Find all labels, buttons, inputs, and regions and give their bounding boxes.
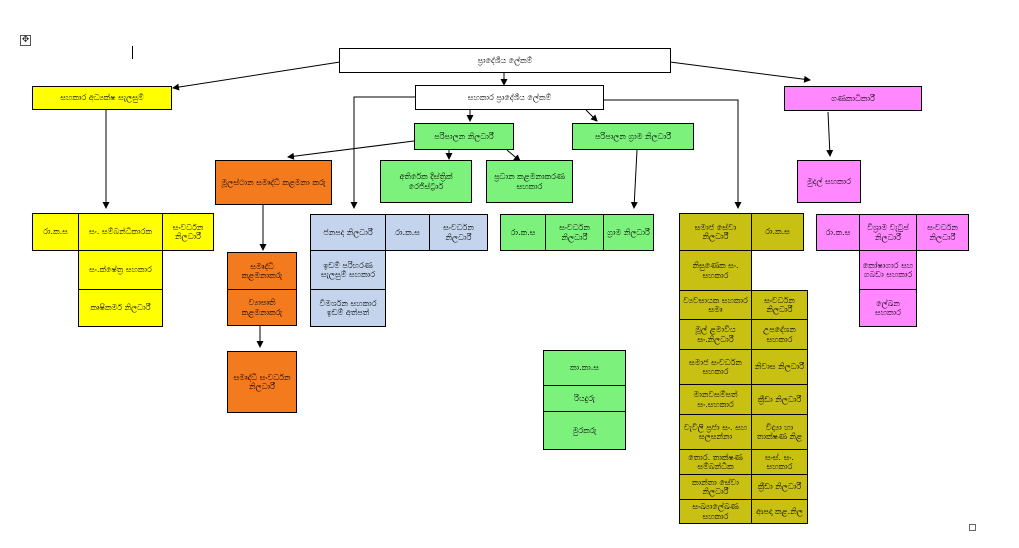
olive-left-cell: වැවිලි ප්‍රජා සං. සහ සලසන්නා — [679, 414, 752, 450]
green-ro-ka-sa-box: රා.ක.ස — [500, 214, 546, 251]
olive-left-cell: සමාජ සංවර්ධන සහකාර — [679, 349, 752, 385]
olive-right-cell: උපදේශන සහකාර — [751, 319, 808, 350]
funds-assistant-box: මුදල් සහකාර — [797, 160, 861, 203]
office-aide-box: මුරකරු — [543, 411, 626, 450]
olive-right-cell: සංස්. සං. සහකාර — [751, 449, 808, 475]
land-planning-assistant-box: ඉඩම් පරිහරණ සැලසුම් සහකාර — [310, 250, 386, 290]
store-assistant-box: කෝෂාගාර සහ ගබඩා සහකාර — [859, 250, 917, 290]
public-officer-box: ජනපද නිලධාරී — [310, 214, 386, 251]
assistant-divisional-secretary-box: සහකාර ප්‍රාදේශීය ලේකම් — [415, 85, 604, 110]
social-services-officer-box: සමාජ සේවා නිලධාරී — [679, 213, 752, 251]
samurdhi-manager-box: සමෘද්ධි කළමනාකරු — [227, 252, 297, 290]
grama-niladhari-box: ග්‍රාම නිලධාරී — [603, 214, 654, 251]
move-cross-icon[interactable]: ✥ — [20, 35, 31, 46]
yellow-ro-ka-sa-box: රා.ක.ස — [32, 213, 79, 251]
administrative-officer-box: පරිපාලන නිලධාරී — [414, 123, 514, 150]
blue-ro-ka-sa-box: රා.ක.ස — [385, 214, 430, 251]
chief-management-assistant-box: ප්‍රධාන කළමනාකරණ සහකාර — [486, 160, 573, 203]
field-assistant-box: සං.ක්ෂේත්‍ර සහකාර — [78, 250, 163, 290]
olive-left-cell: මානවසම්පත් සං.සහකාර — [679, 384, 752, 415]
olive-right-cell: විද්‍යා හා තාක්ෂණ නිළ — [751, 414, 808, 450]
additional-district-registrar-box: අතිරේක දිස්ත්‍රික් රෙජිස්ට්‍රාර් — [380, 160, 472, 203]
olive-right-cell: ආපදා කළ.නිල — [751, 499, 808, 524]
social-coordinator-box: සං. සම්බන්ධීකාරක — [78, 213, 163, 251]
olive-left-cell: කාන්තා සේවා නිලධාරී — [679, 474, 752, 500]
accountant-box: ගණකාධිකාරී — [784, 86, 922, 111]
olive-left-cell: තොර. තාක්ෂණ සම්බන්ධීක — [679, 449, 752, 475]
olive-right-cell: නිවාස නිලධාරී — [751, 349, 808, 385]
administrative-grama-officer-box: පරිපාලන ග්‍රාම නිලධාරී — [572, 123, 694, 150]
pension-officer-box: විශ්‍රාම වැටුප් නිලධාරී — [859, 214, 917, 251]
survey-assistant-box: විමර්ශන සහකාර ඉඩම් අත්පත් — [310, 289, 386, 327]
project-manager-box: ව්‍යාපෘති කළමනාකරු — [227, 289, 297, 326]
hq-samurdhi-manager-box: මූලස්ථාන සමෘද්ධි කළමනා කරු — [215, 160, 332, 205]
olive-right-cell: ක්‍රීඩා නිලධාරී — [751, 384, 808, 415]
olive-left-cell: ව්‍යවසායක සහකාර සමෘ — [679, 290, 752, 320]
agriculture-officer-box: කෘෂිකර්ම නිලධාරී — [78, 289, 163, 327]
pink-development-officer-box: සංවර්ධන නිලධාරී — [916, 214, 969, 251]
divisional-secretary-box: ප්‍රාදේශීය ලේකම් — [339, 48, 671, 73]
samurdhi-development-officer-box: සමෘද්ධි සංවර්ධන නිලධාරී — [227, 351, 297, 413]
ka-ka-sa-box: කා.කා.ස — [543, 350, 626, 386]
text-cursor — [132, 46, 133, 59]
assistant-director-planning-box: සහකාර අධ්‍යක්ෂ සැලසුම් — [32, 86, 172, 110]
olive-ro-ka-sa-box: රා.ක.ස — [751, 213, 804, 251]
olive-right-cell: ක්‍රීඩා නිලධාරී — [751, 474, 808, 500]
resize-square-icon[interactable] — [969, 524, 976, 531]
pink-ro-ka-sa-box: රා.ක.ස — [816, 214, 860, 251]
olive-right-cell: සංවර්ධන නිලධාරී — [751, 290, 808, 320]
clerical-assistant-box: ලේඛන සහකාර — [859, 289, 917, 327]
blue-development-officer-box: සංවර්ධන නිලධාරී — [429, 214, 488, 251]
green-development-officer-box: සංවර්ධන නිලධාරී — [545, 214, 604, 251]
yellow-development-officer-box: සංවර්ධන නිලධාරී — [162, 213, 214, 251]
driver-box: රියදුරු — [543, 385, 626, 412]
olive-left-cell: මූල් ළමාවිය සං.නිලධාරී — [679, 319, 752, 350]
management-assistant-box: නිසුණෙක සං. සහකාර — [679, 250, 752, 291]
olive-left-cell: සංඛ්‍යාලේඛණ සහකාර — [679, 499, 752, 524]
